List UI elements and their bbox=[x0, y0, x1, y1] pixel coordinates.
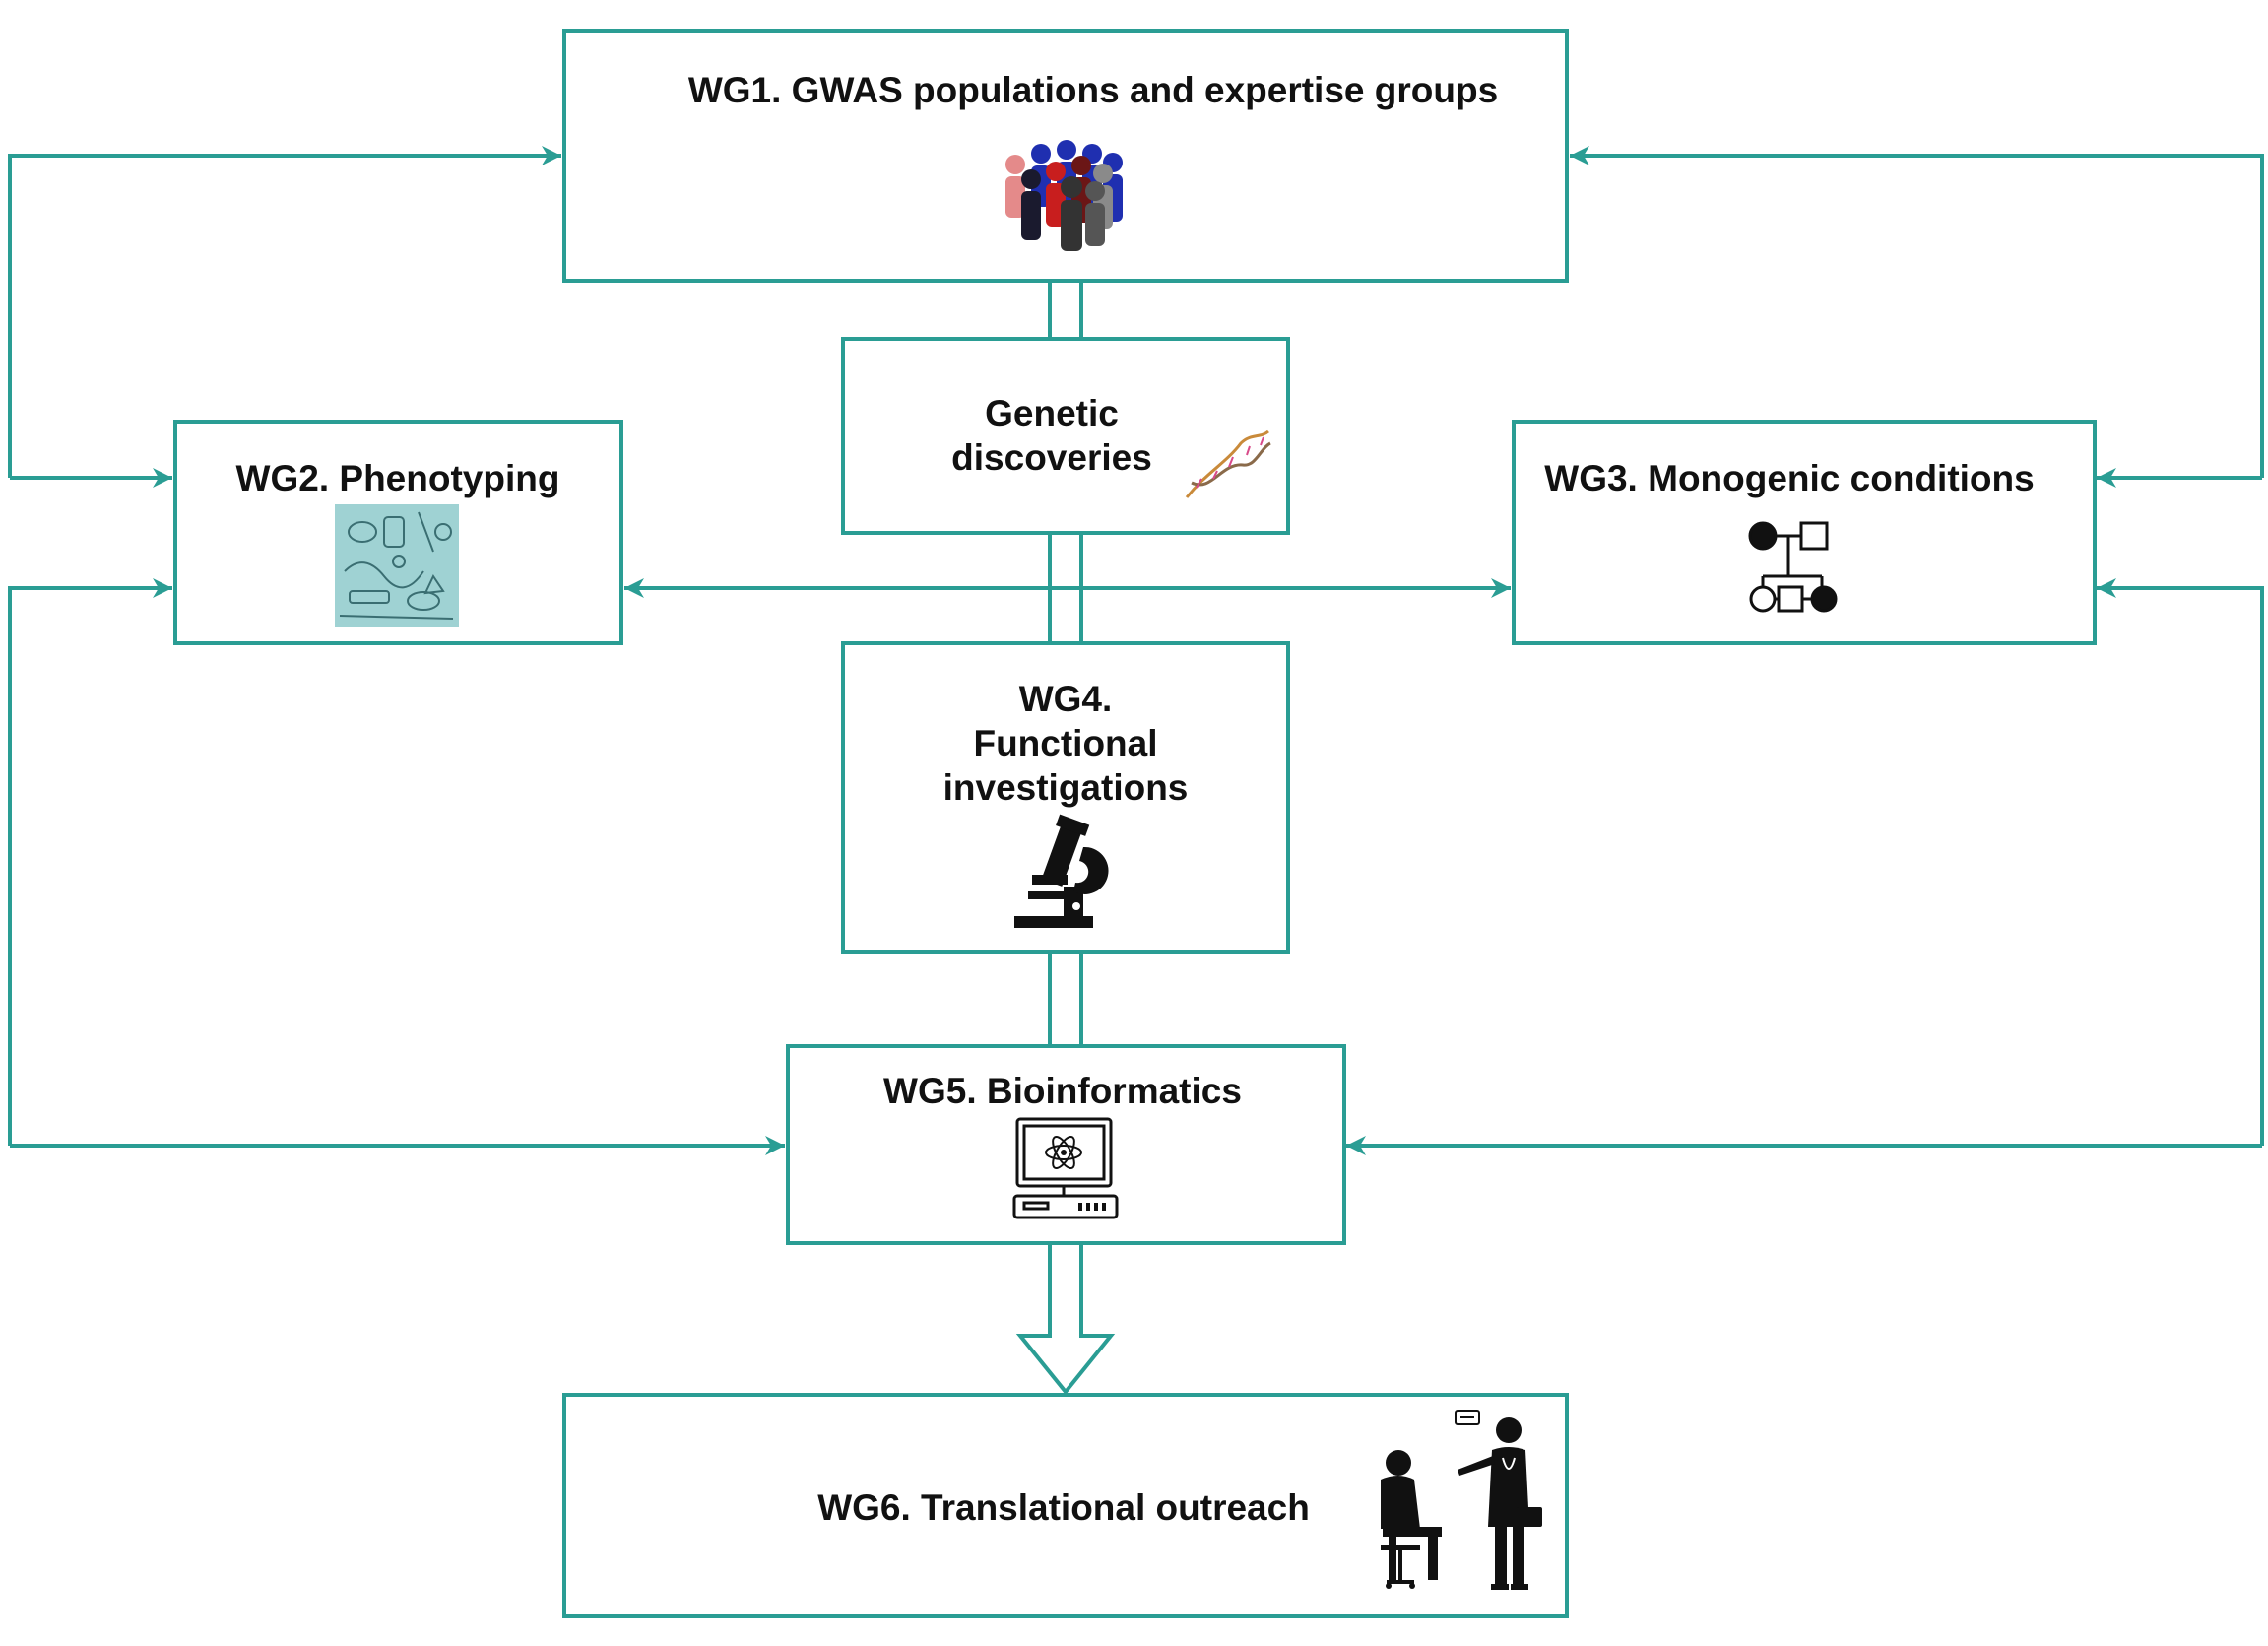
arrow-right-to-wg1 bbox=[1570, 146, 2264, 478]
wg1-title: WG1. GWAS populations and expertise grou… bbox=[688, 70, 1498, 110]
wg2-title: WG2. Phenotyping bbox=[236, 458, 560, 498]
wg4-line2: Functional bbox=[973, 723, 1157, 763]
microscope-icon bbox=[1014, 814, 1109, 928]
wg4-line3: investigations bbox=[943, 767, 1189, 808]
phenotyping-collage-icon bbox=[335, 504, 459, 627]
doctor-patient-icon bbox=[1381, 1410, 1542, 1590]
wg3-title: WG3. Monogenic conditions bbox=[1544, 458, 2034, 498]
wg4-line1: WG4. bbox=[1019, 679, 1113, 719]
wg5-title: WG5. Bioinformatics bbox=[883, 1071, 1242, 1111]
people-crowd-icon bbox=[1005, 140, 1123, 251]
dna-helix-icon bbox=[1185, 429, 1271, 498]
genetic-discoveries-line2: discoveries bbox=[951, 437, 1152, 478]
genetic-discoveries-line1: Genetic bbox=[985, 393, 1119, 433]
arrow-left-to-wg1 bbox=[8, 146, 561, 478]
arrow-left-to-wg2-bottom bbox=[8, 578, 172, 1146]
pedigree-chart-icon bbox=[1748, 521, 1838, 613]
connector-wg1-genetic bbox=[1048, 283, 1083, 339]
arrow-wg5-to-wg6 bbox=[1015, 1243, 1116, 1396]
computer-workstation-icon bbox=[1012, 1117, 1119, 1219]
connector-wg4-wg5 bbox=[1048, 952, 1083, 1046]
arrow-right-to-wg3-bottom bbox=[2097, 578, 2264, 1146]
wg6-title: WG6. Translational outreach bbox=[817, 1487, 1310, 1528]
genetic-discoveries-box bbox=[841, 337, 1290, 535]
